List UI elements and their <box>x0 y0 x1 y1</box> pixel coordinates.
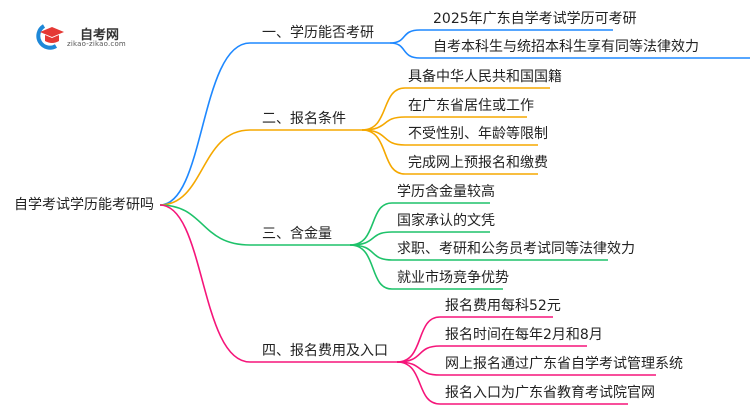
branch-2-lines <box>159 87 550 206</box>
branch-2-child[interactable]: 具备中华人民共和国国籍 <box>408 69 562 85</box>
branch-2-child[interactable]: 完成网上预报名和缴费 <box>408 155 548 171</box>
branch-3-child[interactable]: 国家承认的文凭 <box>397 213 495 229</box>
logo-title: 自考网 <box>80 28 120 43</box>
branch-1-node[interactable]: 一、学历能否考研 <box>262 25 374 41</box>
branch-4-node[interactable]: 四、报名费用及入口 <box>262 343 388 359</box>
logo-url: zikao-zikao.com <box>67 40 126 48</box>
branch-1-child[interactable]: 2025年广东自学考试学历可考研 <box>433 11 637 27</box>
branch-1-child[interactable]: 自考本科生与统招本科生享有同等法律效力 <box>433 39 699 55</box>
branch-4-child[interactable]: 报名入口为广东省教育考试院官网 <box>445 385 655 401</box>
branch-4-lines <box>159 204 656 405</box>
branch-2-child[interactable]: 在广东省居住或工作 <box>408 98 534 114</box>
branch-3-node[interactable]: 三、含金量 <box>262 226 332 242</box>
branch-2-node[interactable]: 二、报名条件 <box>262 111 346 127</box>
branch-4-child[interactable]: 报名时间在每年2月和8月 <box>445 327 603 343</box>
branch-3-lines <box>159 202 608 290</box>
branch-3-child[interactable]: 就业市场竞争优势 <box>397 270 509 286</box>
branch-4-child[interactable]: 报名费用每科52元 <box>445 298 561 314</box>
branch-3-child[interactable]: 求职、考研和公务员考试同等法律效力 <box>397 241 635 257</box>
branch-2-child[interactable]: 不受性别、年龄等限制 <box>408 126 548 142</box>
root-node[interactable]: 自学考试学历能考研吗 <box>14 197 154 213</box>
branch-4-child[interactable]: 网上报名通过广东省自学考试管理系统 <box>445 356 683 372</box>
branch-3-child[interactable]: 学历含金量较高 <box>397 184 495 200</box>
graduation-cap-logo-icon <box>36 24 64 50</box>
branch-1-lines <box>159 29 750 206</box>
